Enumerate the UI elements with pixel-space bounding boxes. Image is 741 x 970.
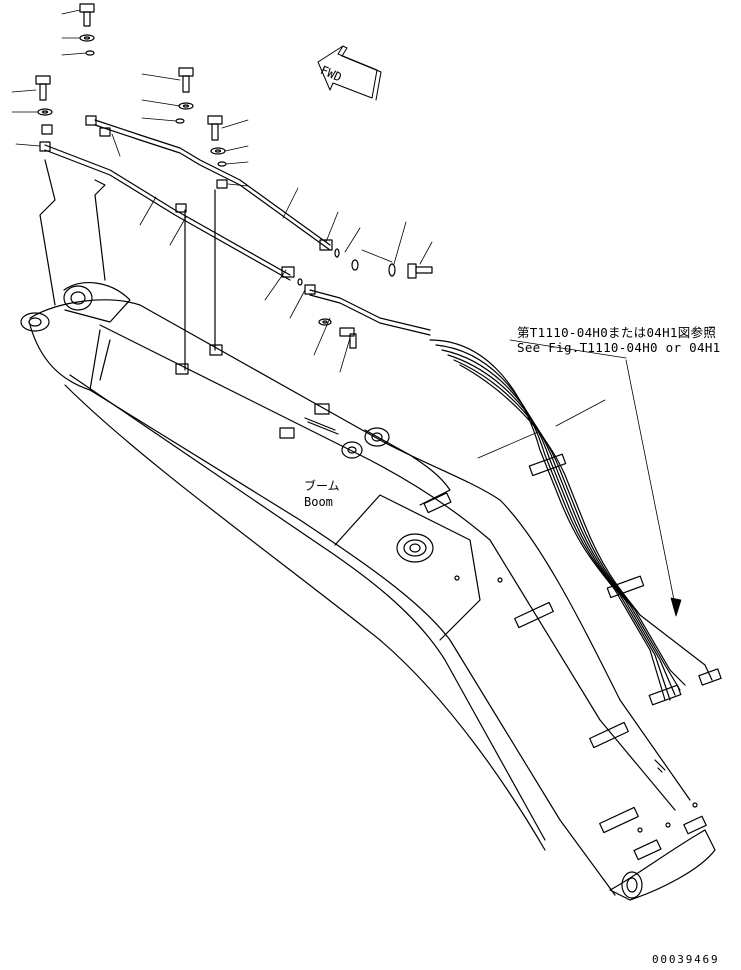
- fwd-arrow-icon: [318, 46, 381, 100]
- boom-label-en: Boom: [304, 495, 333, 509]
- hose-bundle: [424, 340, 721, 860]
- reference-note-en: See Fig.T1110-04H0 or 04H1: [517, 340, 721, 355]
- reference-underline: [510, 340, 626, 358]
- drawing-number: 00039469: [652, 953, 720, 966]
- reference-arrowhead: [671, 598, 681, 616]
- reference-note-jp: 第T1110-04H0または04H1図参照: [517, 325, 717, 340]
- boom-body: [21, 283, 715, 900]
- grease-pipes: [40, 120, 430, 370]
- leader-lines: [12, 10, 676, 610]
- pipe-clamps: [40, 116, 338, 438]
- boom-label-jp: ブーム: [304, 479, 340, 493]
- bolts-and-washers: [36, 4, 432, 348]
